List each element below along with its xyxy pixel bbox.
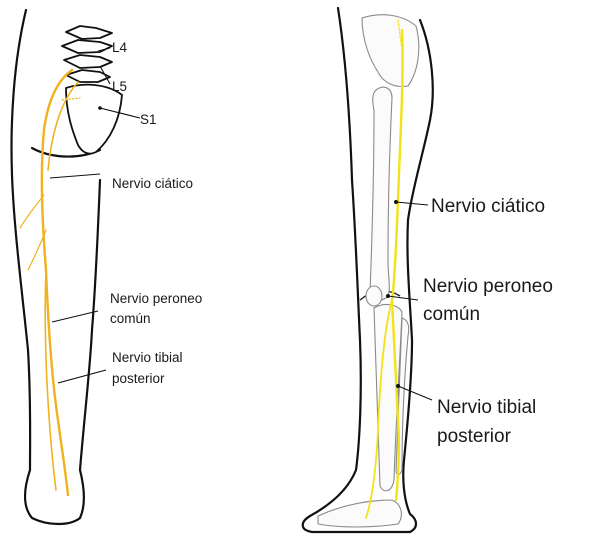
left-thigh-branch-2 — [28, 230, 46, 270]
label-l4: L4 — [112, 40, 128, 55]
right-leg-figure: Nervio ciático Nervio peroneo común Nerv… — [303, 8, 553, 532]
label-left-sciatic: Nervio ciático — [112, 176, 193, 191]
patella-bone — [366, 286, 382, 306]
right-leg-outline — [303, 8, 433, 532]
vertebra-l5 — [64, 55, 112, 68]
label-left-tibial-2: posterior — [112, 371, 165, 386]
label-right-peroneal-1: Nervio peroneo — [423, 276, 553, 297]
label-s1: S1 — [140, 112, 157, 127]
label-l5: L5 — [112, 79, 127, 94]
left-sciatic-nerve-paths — [20, 70, 80, 495]
femur-bone — [370, 87, 392, 300]
left-leg-figure: L4 L5 S1 Nervio ciático Nervio peroneo c… — [12, 10, 203, 524]
label-left-tibial-1: Nervio tibial — [112, 350, 183, 365]
vertebra-l4 — [62, 40, 112, 53]
label-right-tibial-1: Nervio tibial — [437, 397, 536, 418]
pelvis-bone — [362, 15, 419, 87]
label-left-peroneal-2: común — [110, 311, 151, 326]
label-right-sciatic: Nervio ciático — [431, 196, 545, 217]
foot-bones — [318, 500, 401, 527]
dot-s1 — [98, 106, 102, 110]
leader-left-tibial — [58, 370, 106, 383]
sacrum — [66, 85, 122, 154]
dot-right-peroneal — [386, 294, 390, 298]
leader-left-peroneal — [52, 311, 98, 322]
left-thigh-branch — [20, 195, 44, 228]
label-left-peroneal-1: Nervio peroneo — [110, 291, 202, 306]
label-right-peroneal-2: común — [423, 304, 480, 325]
vertebra-upper — [66, 26, 112, 39]
label-right-tibial-2: posterior — [437, 426, 512, 447]
dot-right-tibial — [396, 384, 400, 388]
dot-right-sciatic — [394, 200, 398, 204]
leader-left-sciatic — [50, 174, 100, 178]
